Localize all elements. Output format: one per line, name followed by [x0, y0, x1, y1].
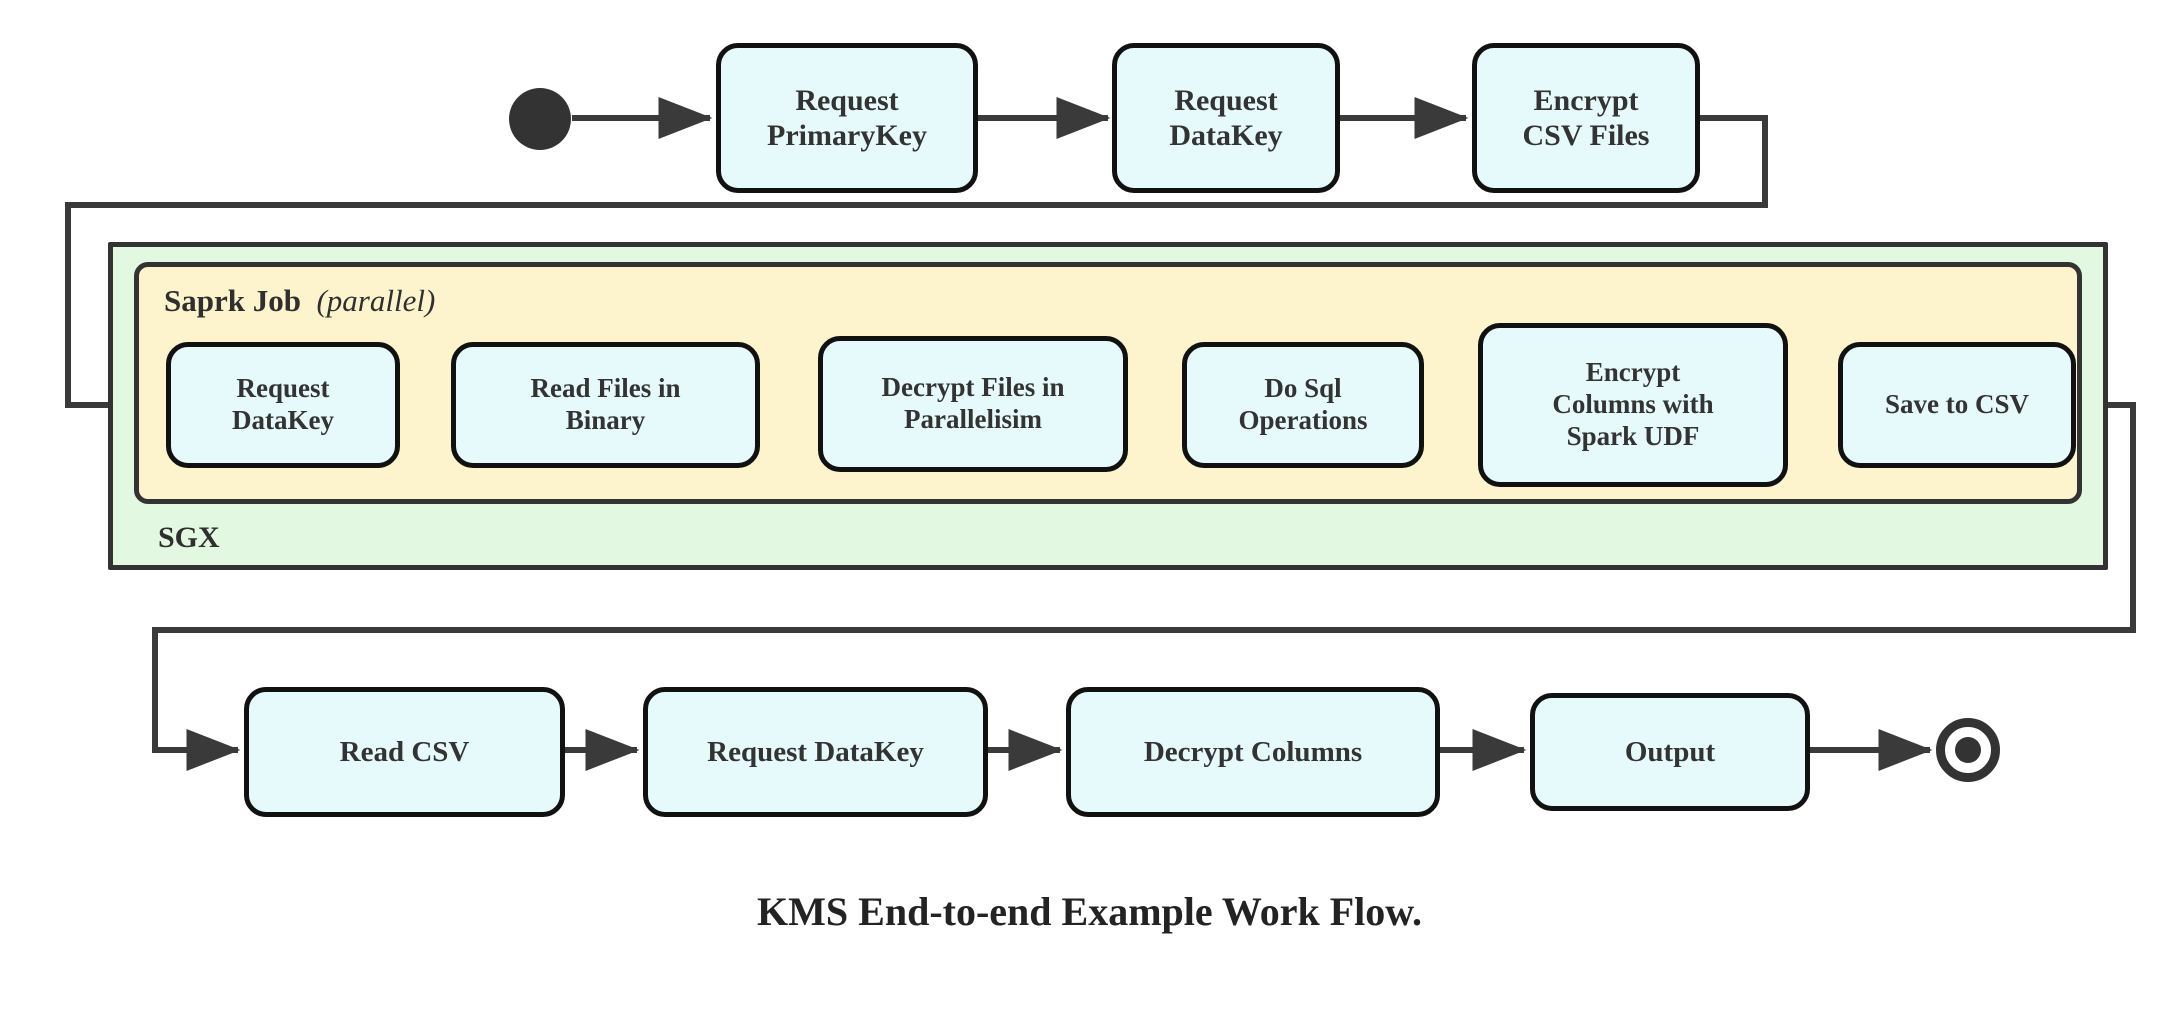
- node-label: Request PrimaryKey: [767, 83, 927, 152]
- node-label: Decrypt Files in Parallelisim: [881, 372, 1065, 434]
- zone-spark-job-label-suffix: (parallel): [316, 283, 436, 318]
- node-read-files-in-binary[interactable]: Read Files in Binary: [451, 342, 760, 468]
- zone-spark-job-label: Saprk Job (parallel): [164, 283, 435, 319]
- node-label: Request DataKey: [232, 373, 334, 435]
- node-do-sql-operations[interactable]: Do Sql Operations: [1182, 342, 1424, 468]
- node-request-primarykey[interactable]: Request PrimaryKey: [716, 43, 978, 193]
- node-label: Do Sql Operations: [1238, 373, 1368, 435]
- node-save-to-csv[interactable]: Save to CSV: [1838, 342, 2076, 468]
- node-label: Request DataKey: [1169, 83, 1283, 152]
- node-decrypt-files-in-parallelisim[interactable]: Decrypt Files in Parallelisim: [818, 336, 1128, 472]
- node-label: Read Files in Binary: [530, 373, 681, 435]
- end-node-inner-dot: [1955, 737, 1981, 763]
- zone-sgx-label: SGX: [158, 521, 220, 555]
- node-label: Request DataKey: [707, 735, 924, 768]
- node-request-datakey-top[interactable]: Request DataKey: [1112, 43, 1340, 193]
- edge-encrypt-csv-files-to-request-datakey-spark: [65, 115, 1768, 426]
- end-node: [1936, 718, 2000, 782]
- node-encrypt-csv-files[interactable]: Encrypt CSV Files: [1472, 43, 1700, 193]
- edge-save-to-csv-to-read-csv: [152, 402, 2136, 771]
- node-label: Output: [1624, 735, 1716, 768]
- node-read-csv[interactable]: Read CSV: [244, 687, 565, 817]
- zone-spark-job-label-text: Saprk Job: [164, 283, 301, 318]
- node-label: Encrypt Columns with Spark UDF: [1552, 357, 1714, 451]
- node-decrypt-columns[interactable]: Decrypt Columns: [1066, 687, 1440, 817]
- node-request-datakey-spark[interactable]: Request DataKey: [166, 342, 400, 468]
- node-label: Read CSV: [339, 735, 470, 768]
- node-label: Decrypt Columns: [1143, 735, 1363, 768]
- zone-sgx-label-text: SGX: [158, 521, 220, 554]
- diagram-caption: KMS End-to-end Example Work Flow.: [0, 888, 2179, 935]
- node-label: Save to CSV: [1884, 389, 2029, 420]
- node-label: Encrypt CSV Files: [1522, 83, 1650, 152]
- start-node: [509, 88, 571, 150]
- node-request-datakey-bottom[interactable]: Request DataKey: [643, 687, 988, 817]
- diagram-caption-text: KMS End-to-end Example Work Flow.: [757, 889, 1422, 934]
- node-encrypt-columns-with-spark-udf[interactable]: Encrypt Columns with Spark UDF: [1478, 323, 1788, 487]
- node-output[interactable]: Output: [1530, 693, 1810, 811]
